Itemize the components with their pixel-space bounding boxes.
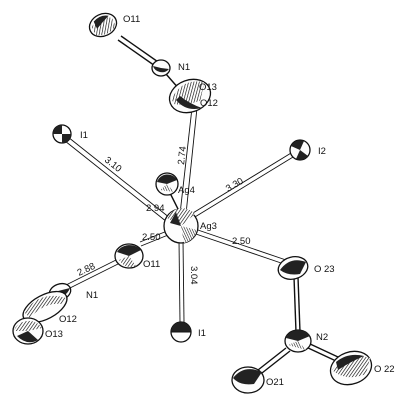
- bond-ag3-o23: [191, 227, 287, 261]
- bond-ag3-i1-bottom: [178, 239, 181, 323]
- label-o11-mid: O11: [143, 259, 160, 270]
- atom-n1-top: [151, 59, 171, 77]
- bond-ag3-o12: [179, 107, 193, 215]
- label-o12-bottom: O12: [59, 314, 77, 325]
- label-o11-top: O11: [123, 14, 140, 25]
- atom-n2: [284, 329, 312, 353]
- atom-o11-top: [88, 12, 118, 38]
- dist-ag-i2: 3.30: [224, 176, 246, 195]
- atom-o23: [277, 256, 309, 280]
- atom-o13-bottom: [12, 317, 44, 345]
- atom-i1-bottom: [170, 321, 192, 343]
- label-ag4: Ag4: [178, 185, 195, 196]
- dist-ag-o12: 2.74: [176, 146, 189, 166]
- bond-o11-n1: [65, 259, 117, 286]
- dist-ag-i1-left: 3.10: [102, 155, 123, 175]
- atom-i2: [289, 139, 311, 161]
- bond-n2-o21-b: [261, 350, 291, 374]
- label-i1-left: I1: [80, 130, 88, 141]
- atom-ag4: [155, 172, 179, 196]
- label-n1-left: N1: [86, 290, 98, 301]
- bond-ag3-i1-bottom-b: [182, 239, 185, 323]
- dist-ag-o11: 2.50: [142, 232, 161, 243]
- label-o21: O21: [266, 377, 284, 388]
- dist-ag-i1-bottom: 3.04: [188, 266, 199, 285]
- bond-n1-o11-top: [117, 39, 159, 69]
- bond-o23-n2-b: [297, 276, 301, 333]
- label-n2: N2: [316, 332, 328, 343]
- label-o13-top: O13: [199, 82, 217, 93]
- atom-o21: [231, 366, 265, 394]
- bond-ag3-i1-left: [67, 136, 171, 219]
- bond-ag3-i2-b: [189, 153, 299, 221]
- atom-o11-mid: [114, 243, 144, 269]
- dist-ag-o23: 2.50: [232, 236, 251, 247]
- bond-o11-n1-b: [67, 263, 119, 290]
- label-i1-bottom: I1: [198, 328, 206, 339]
- atom-o12-top: [168, 78, 212, 114]
- label-o12-top: O12: [200, 98, 218, 109]
- label-i2: I2: [318, 146, 326, 157]
- label-o23: O 23: [314, 264, 335, 275]
- bond-n2-o21: [257, 347, 287, 371]
- bond-ag3-o23-b: [189, 231, 285, 265]
- atom-o22: [329, 350, 373, 386]
- label-n1-top: N1: [178, 62, 190, 73]
- bond-n2-o22: [307, 342, 339, 358]
- bond-ag3-i2: [187, 149, 297, 217]
- bond-n2-o22-b: [305, 346, 337, 362]
- dist-ag4-ag3: 2.94: [146, 203, 165, 214]
- label-o22: O 22: [374, 364, 395, 375]
- bond-ag3-i1-left-b: [64, 140, 168, 223]
- atom-ag3: [163, 208, 199, 244]
- atom-i1-left: [52, 124, 72, 144]
- label-ag3: Ag3: [200, 221, 217, 232]
- label-o13-bottom: O13: [45, 329, 63, 340]
- bond-o23-n2: [293, 276, 297, 333]
- bond-ag3-o12-b: [185, 107, 198, 215]
- bond-n1-o11-top-b: [120, 35, 162, 65]
